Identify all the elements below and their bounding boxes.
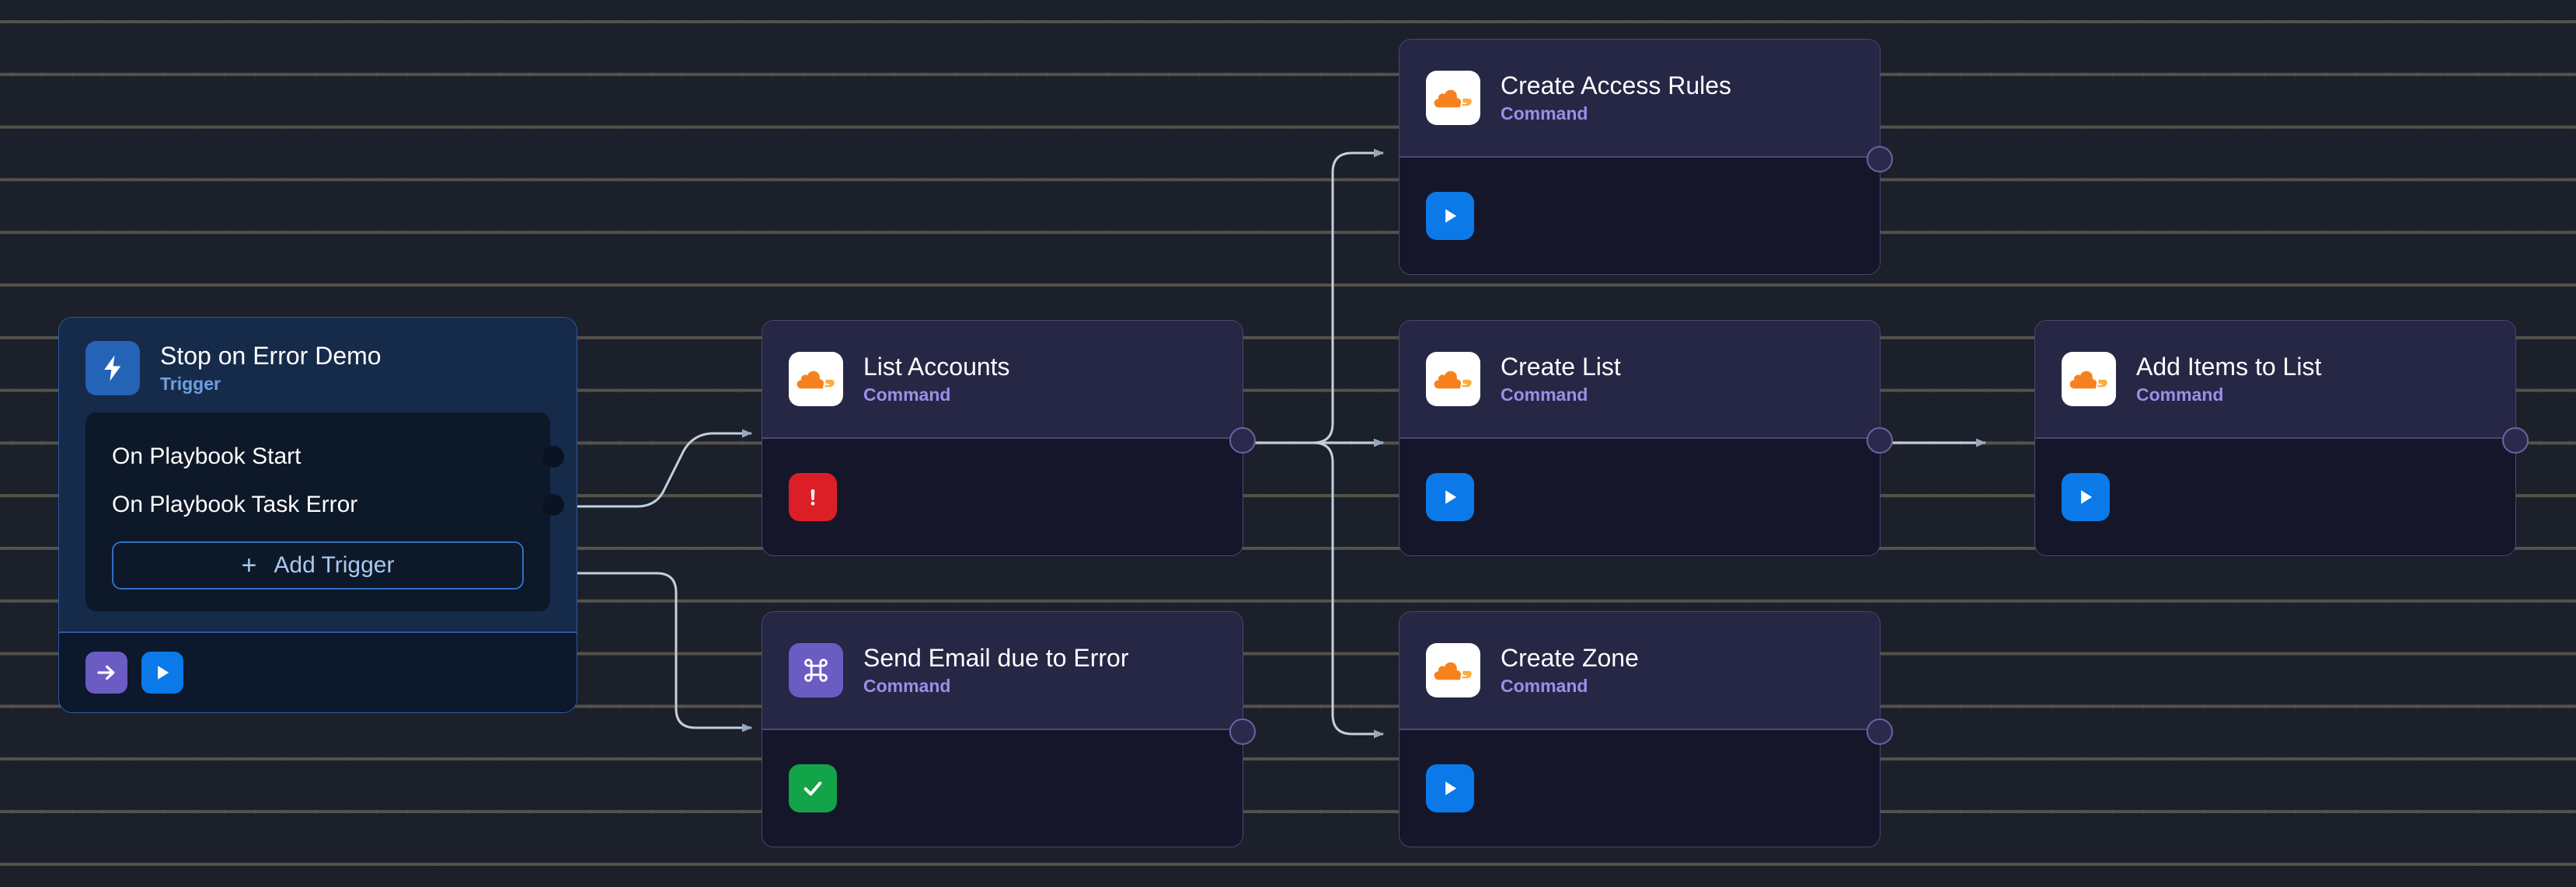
trigger-output-port-task-error[interactable] bbox=[542, 494, 564, 516]
trigger-node-header: Stop on Error Demo Trigger On Playbook S… bbox=[59, 318, 577, 631]
output-port[interactable] bbox=[1229, 718, 1256, 745]
node-header: List Accounts Command bbox=[762, 321, 1243, 439]
trigger-output-port-start[interactable] bbox=[542, 446, 564, 468]
play-icon-button[interactable] bbox=[141, 652, 183, 694]
node-subtitle: Command bbox=[863, 676, 951, 697]
node-header: Create Zone Command bbox=[1400, 612, 1880, 730]
output-port[interactable] bbox=[1867, 427, 1893, 454]
exclamation-icon[interactable] bbox=[789, 473, 837, 521]
play-icon[interactable] bbox=[2062, 473, 2110, 521]
node-body bbox=[1400, 158, 1880, 274]
node-header: Add Items to List Command bbox=[2035, 321, 2515, 439]
command-node-create-zone[interactable]: Create Zone Command bbox=[1399, 611, 1893, 847]
plus-icon: + bbox=[241, 551, 257, 580]
lightning-bolt-icon bbox=[85, 341, 140, 395]
trigger-node-subtitle: Trigger bbox=[160, 374, 221, 395]
cloudflare-icon bbox=[1426, 643, 1480, 697]
play-icon[interactable] bbox=[1426, 192, 1474, 240]
command-node-list-accounts[interactable]: List Accounts Command bbox=[762, 320, 1256, 556]
command-node-send-email-due-to-error[interactable]: Send Email due to Error Command bbox=[762, 611, 1256, 847]
trigger-node-title: Stop on Error Demo bbox=[160, 341, 382, 370]
output-port[interactable] bbox=[1229, 427, 1256, 454]
play-icon[interactable] bbox=[1426, 764, 1474, 812]
cloudflare-icon bbox=[1426, 352, 1480, 406]
command-node-add-items-to-list[interactable]: Add Items to List Command bbox=[2034, 320, 2529, 556]
output-port[interactable] bbox=[1867, 718, 1893, 745]
cloudflare-icon bbox=[789, 352, 843, 406]
trigger-item-label: On Playbook Start bbox=[112, 444, 302, 469]
node-body bbox=[2035, 439, 2515, 555]
node-body bbox=[762, 439, 1243, 555]
add-trigger-button[interactable]: + Add Trigger bbox=[112, 541, 524, 590]
play-icon[interactable] bbox=[1426, 473, 1474, 521]
output-port[interactable] bbox=[2502, 427, 2529, 454]
add-trigger-label: Add Trigger bbox=[274, 552, 395, 578]
trigger-node-footer bbox=[59, 631, 577, 712]
node-title: List Accounts bbox=[863, 352, 1010, 381]
node-subtitle: Command bbox=[1501, 676, 1588, 697]
node-header: Send Email due to Error Command bbox=[762, 612, 1243, 730]
output-port[interactable] bbox=[1867, 146, 1893, 172]
node-title: Add Items to List bbox=[2136, 352, 2322, 381]
node-title: Create List bbox=[1501, 352, 1621, 381]
trigger-list-panel: On Playbook Start On Playbook Task Error… bbox=[85, 412, 564, 611]
node-title: Send Email due to Error bbox=[863, 643, 1129, 672]
node-body bbox=[762, 730, 1243, 847]
command-node-create-access-rules[interactable]: Create Access Rules Command bbox=[1399, 39, 1893, 275]
node-header: Create List Command bbox=[1400, 321, 1880, 439]
node-body bbox=[1400, 439, 1880, 555]
node-subtitle: Command bbox=[1501, 103, 1588, 124]
node-subtitle: Command bbox=[2136, 384, 2224, 405]
node-body bbox=[1400, 730, 1880, 847]
trigger-item-label: On Playbook Task Error bbox=[112, 492, 358, 517]
check-icon[interactable] bbox=[789, 764, 837, 812]
trigger-item-on-playbook-start[interactable]: On Playbook Start bbox=[112, 433, 564, 481]
trigger-node-stop-on-error-demo[interactable]: Stop on Error Demo Trigger On Playbook S… bbox=[58, 317, 577, 713]
cloudflare-icon bbox=[1426, 71, 1480, 125]
cloudflare-icon bbox=[2062, 352, 2116, 406]
arrow-right-icon-button[interactable] bbox=[85, 652, 127, 694]
node-subtitle: Command bbox=[863, 384, 951, 405]
node-subtitle: Command bbox=[1501, 384, 1588, 405]
node-title: Create Zone bbox=[1501, 643, 1639, 672]
command-key-icon bbox=[789, 643, 843, 697]
node-title: Create Access Rules bbox=[1501, 71, 1732, 99]
node-header: Create Access Rules Command bbox=[1400, 40, 1880, 158]
command-node-create-list[interactable]: Create List Command bbox=[1399, 320, 1893, 556]
trigger-item-on-playbook-task-error[interactable]: On Playbook Task Error bbox=[112, 481, 564, 529]
